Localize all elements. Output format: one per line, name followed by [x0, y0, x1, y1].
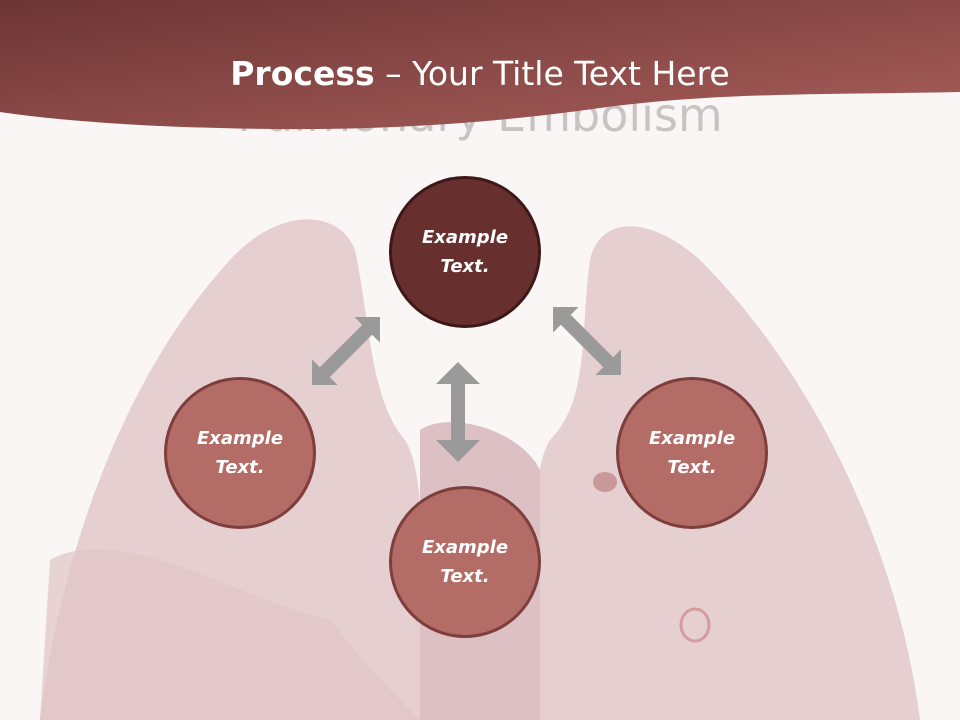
node-text-line2: Text. — [667, 457, 717, 478]
double-arrow-left-icon — [312, 317, 380, 385]
double-arrow-right-icon — [553, 307, 621, 375]
node-text-line2: Text. — [215, 457, 265, 478]
process-node-bottom[interactable]: Example Text. — [389, 486, 541, 638]
double-arrow-vertical-icon — [436, 362, 480, 462]
process-node-top[interactable]: Example Text. — [389, 176, 541, 328]
slide-title: Process – Your Title Text Here — [0, 54, 960, 93]
node-text-line2: Text. — [440, 566, 490, 587]
node-text-line2: Text. — [440, 256, 490, 277]
title-bold: Process — [230, 54, 375, 93]
title-rest: – Your Title Text Here — [374, 54, 730, 93]
node-text-line1: Example — [421, 227, 509, 248]
process-node-right[interactable]: Example Text. — [616, 377, 768, 529]
node-text-line1: Example — [421, 537, 509, 558]
title-banner — [0, 0, 960, 130]
process-node-left[interactable]: Example Text. — [164, 377, 316, 529]
node-text-line1: Example — [648, 428, 736, 449]
node-text-line1: Example — [196, 428, 284, 449]
